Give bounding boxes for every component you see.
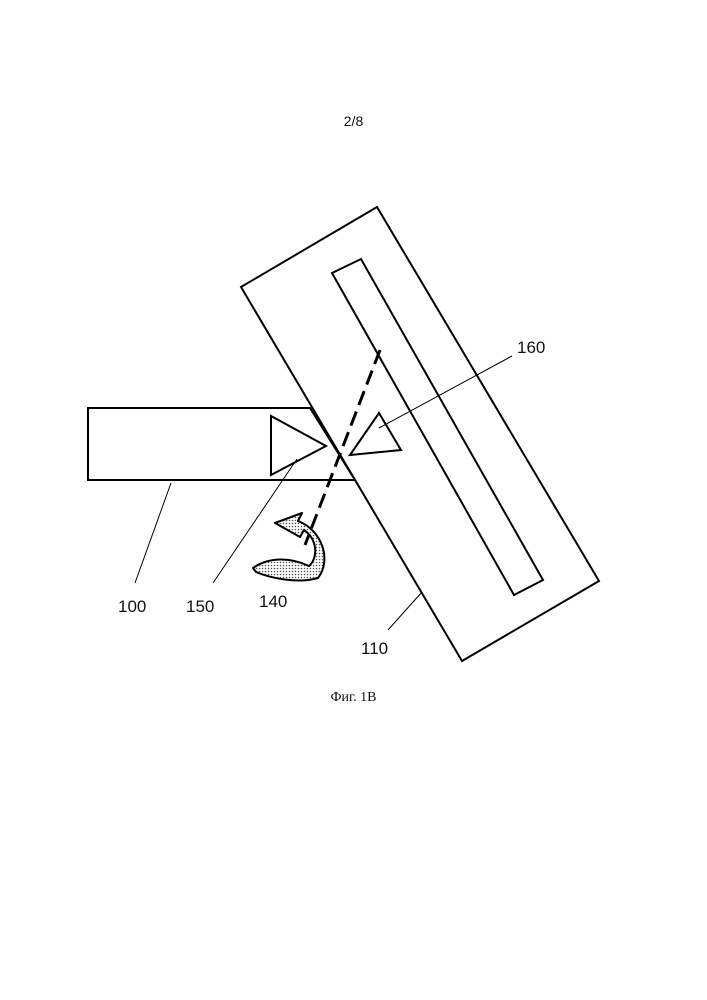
- label-100: 100: [118, 597, 146, 616]
- label-140: 140: [259, 592, 287, 611]
- triangle-160: [350, 413, 401, 455]
- figure-caption: Фиг. 1В: [0, 690, 707, 706]
- leader-110: [388, 592, 422, 630]
- label-150: 150: [186, 597, 214, 616]
- leader-100: [135, 483, 171, 583]
- label-110: 110: [361, 639, 388, 658]
- label-160: 160: [517, 338, 545, 357]
